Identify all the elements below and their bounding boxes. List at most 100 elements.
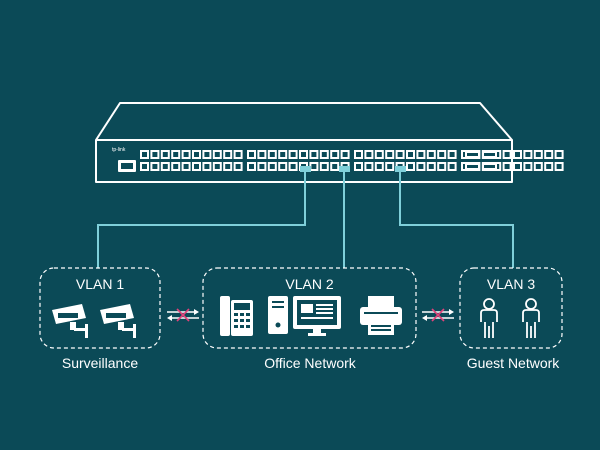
vlan1-label: VLAN 1 [75,276,125,292]
ethernet-port-slot [214,164,220,169]
ethernet-port-slot [504,152,510,157]
ethernet-port-slot [515,164,520,169]
switch-brand-logo: tp-link [112,147,126,153]
ethernet-port-slot [152,164,158,169]
ethernet-port-slot [311,164,317,169]
ethernet-port-slot [214,152,220,157]
ethernet-port-slot [142,164,147,169]
sfp-port-slot [467,153,478,156]
vlan3-link [399,170,514,268]
ethernet-port-slot [194,164,199,169]
ethernet-port-slot [408,152,413,157]
ethernet-port-slot [387,152,393,157]
ethernet-port-slot [356,164,361,169]
ethernet-port-slot [183,152,189,157]
ethernet-ports [140,150,564,171]
ethernet-port-slot [259,164,265,169]
desktop-tower-icon [268,296,288,334]
ethernet-port-slot [280,164,286,169]
ethernet-port-slot [546,164,552,169]
ethernet-port-slot [449,164,455,169]
sfp-port-slot [467,165,478,168]
vlan3-port-highlight [395,166,406,172]
ethernet-port-slot [235,152,241,157]
ethernet-port-slot [418,164,424,169]
surveillance-label: Surveillance [61,355,139,371]
vlan2-box [202,267,417,349]
ethernet-port-slot [173,152,179,157]
ethernet-port-slot [556,152,562,157]
ethernet-port-slot [556,164,562,169]
ethernet-port-slot [439,152,445,157]
ethernet-port-slot [204,152,210,157]
printer-icon [360,296,402,335]
ethernet-port-slot [259,152,265,157]
ethernet-port-slot [408,164,413,169]
ethernet-port-slot [290,152,296,157]
ethernet-port-slot [249,164,254,169]
vlan1-link [97,170,306,268]
ethernet-port-slot [356,152,361,157]
sfp-port-slot [484,165,495,168]
vlan2-label: VLAN 2 [285,276,334,292]
vlan3-box [459,267,563,349]
ethernet-port-slot [194,152,199,157]
person-icon [522,298,540,338]
ethernet-port-slot [428,164,434,169]
blocked-arrows-left [167,308,199,322]
network-switch: tp-link [95,102,564,183]
ip-phone-icon [220,296,253,336]
ethernet-port-slot [269,152,275,157]
guest-network-label: Guest Network [466,355,560,371]
ethernet-port-slot [321,152,327,157]
camera-icon [52,304,88,338]
ethernet-port-slot [332,164,338,169]
ethernet-port-slot [162,152,168,157]
ethernet-port-slot [515,152,520,157]
blocked-arrows-right [422,308,454,322]
ethernet-port-slot [535,152,541,157]
console-port-slot [121,163,133,169]
ethernet-port-slot [225,164,231,169]
ethernet-port-slot [525,152,531,157]
sfp-port-slot [484,153,495,156]
connection-lines [97,170,514,268]
ethernet-port-slot [366,164,372,169]
sfp-ports [465,150,497,171]
ethernet-port-slot [152,152,158,157]
vlan1-port-highlight [300,166,311,172]
ethernet-port-slot [428,152,434,157]
ethernet-port-slot [504,164,510,169]
ethernet-port-slot [173,164,179,169]
ethernet-port-slot [249,152,254,157]
ethernet-port-slot [311,152,317,157]
vlan2-port-highlight [339,166,350,172]
ethernet-port-slot [525,164,531,169]
ethernet-port-slot [376,164,382,169]
camera-icon [100,304,136,338]
ethernet-port-slot [269,164,275,169]
ethernet-port-slot [535,164,541,169]
ethernet-port-slot [225,152,231,157]
person-icon [480,298,498,338]
office-network-label: Office Network [264,355,356,371]
ethernet-port-slot [376,152,382,157]
ethernet-port-slot [366,152,372,157]
ethernet-port-slot [290,164,296,169]
ethernet-port-slot [280,152,286,157]
ethernet-port-slot [321,164,327,169]
ethernet-port-slot [301,152,306,157]
ethernet-port-slot [418,152,424,157]
ethernet-port-slot [397,152,403,157]
ethernet-port-slot [546,152,552,157]
ethernet-port-slot [449,152,455,157]
ethernet-port-slot [183,164,189,169]
ethernet-port-slot [162,164,168,169]
ethernet-port-slot [235,164,241,169]
ethernet-port-slot [387,164,393,169]
ethernet-port-slot [204,164,210,169]
ethernet-port-slot [142,152,147,157]
monitor-icon [293,296,341,336]
ethernet-port-slot [439,164,445,169]
